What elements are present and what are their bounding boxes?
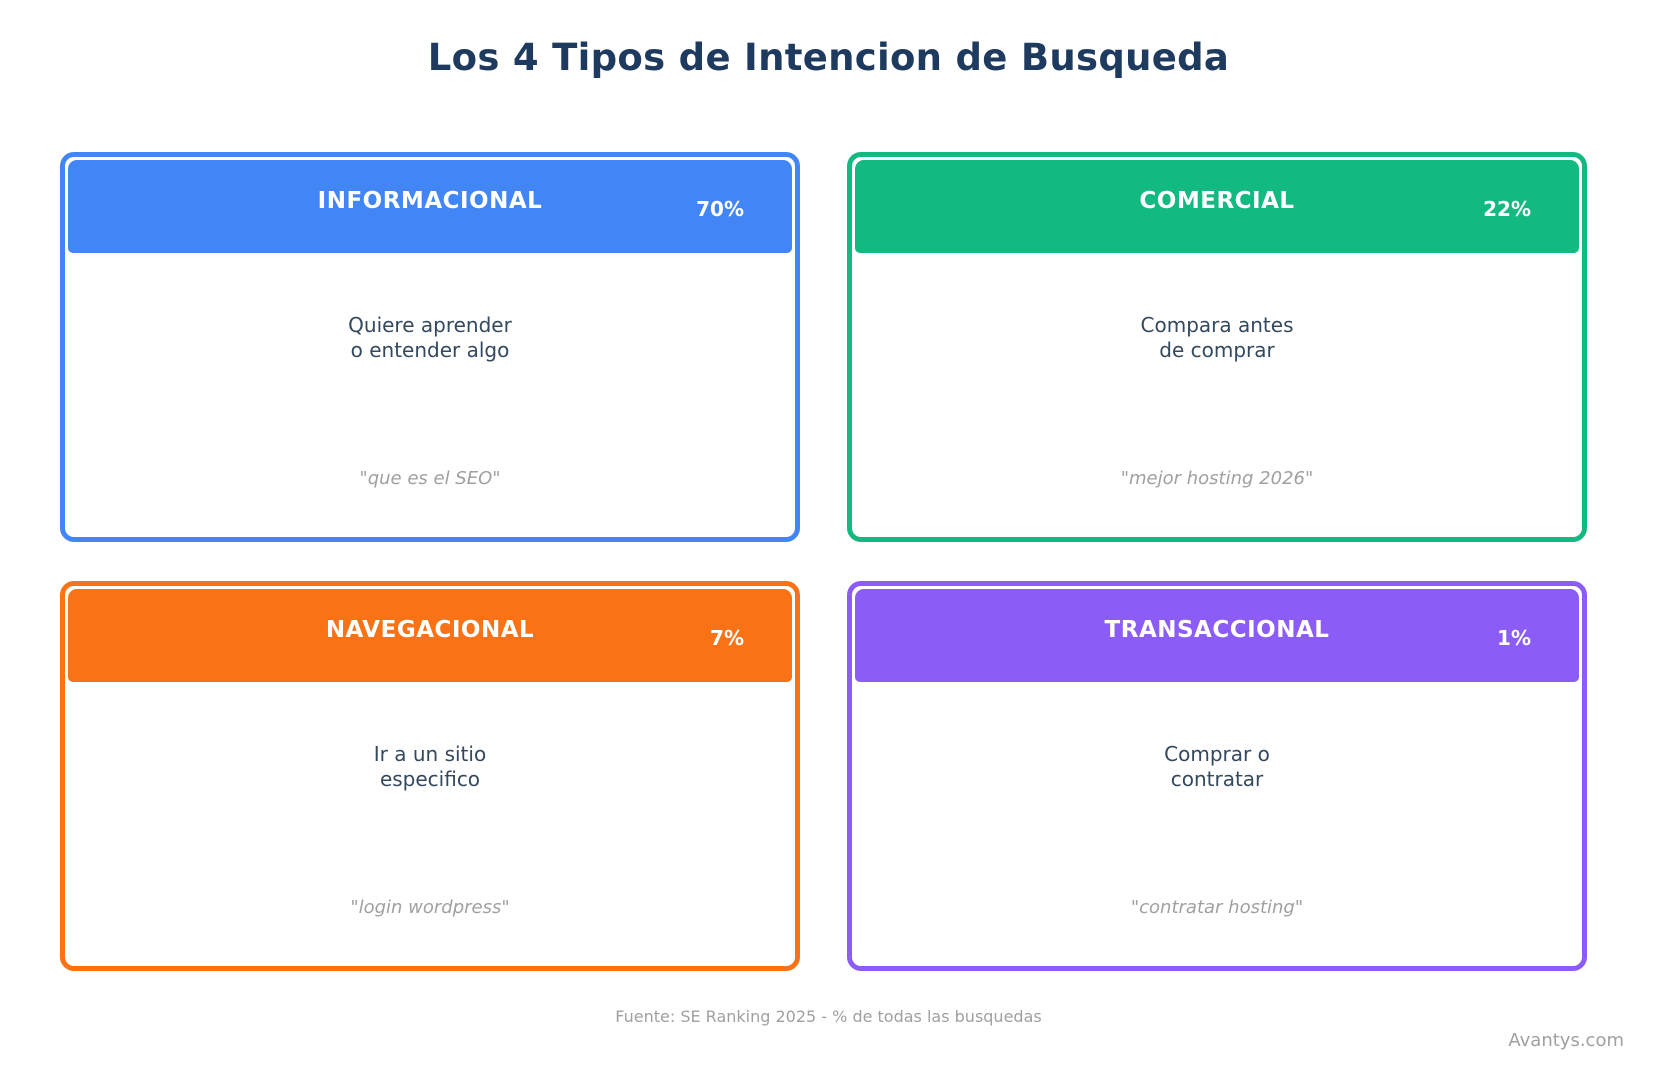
- card-example: "mejor hosting 2026": [1120, 468, 1314, 489]
- card-description: Comprar o contratar: [852, 742, 1582, 792]
- card-example: "login wordpress": [350, 897, 510, 918]
- card-percent: 70%: [696, 197, 744, 221]
- card-header-navegacional: NAVEGACIONAL 7%: [68, 589, 792, 682]
- card-name: NAVEGACIONAL: [325, 617, 535, 643]
- source-caption: Fuente: SE Ranking 2025 - % de todas las…: [615, 1007, 1042, 1026]
- card-navegacional: NAVEGACIONAL 7% Ir a un sitio especifico…: [60, 581, 800, 971]
- card-transaccional: TRANSACCIONAL 1% Comprar o contratar "co…: [847, 581, 1587, 971]
- card-name: INFORMACIONAL: [317, 188, 543, 214]
- card-description: Quiere aprender o entender algo: [65, 313, 795, 363]
- card-name: COMERCIAL: [1139, 188, 1295, 214]
- card-description-line: Quiere aprender: [348, 313, 512, 337]
- card-header-comercial: COMERCIAL 22%: [855, 160, 1579, 253]
- card-name: TRANSACCIONAL: [1104, 617, 1330, 643]
- card-percent: 22%: [1483, 197, 1531, 221]
- card-description: Ir a un sitio especifico: [65, 742, 795, 792]
- card-description-line: o entender algo: [350, 338, 510, 362]
- card-example: "contratar hosting": [1130, 897, 1304, 918]
- card-example: "que es el SEO": [359, 468, 501, 489]
- card-header-informacional: INFORMACIONAL 70%: [68, 160, 792, 253]
- card-description-line: contratar: [1170, 767, 1264, 791]
- card-comercial: COMERCIAL 22% Compara antes de comprar "…: [847, 152, 1587, 542]
- brand-watermark: Avantys.com: [1508, 1030, 1624, 1051]
- card-header-transaccional: TRANSACCIONAL 1%: [855, 589, 1579, 682]
- card-description-line: Comprar o: [1164, 742, 1270, 766]
- card-description-line: de comprar: [1159, 338, 1275, 362]
- card-percent: 1%: [1497, 626, 1531, 650]
- card-description-line: Ir a un sitio: [373, 742, 487, 766]
- card-description: Compara antes de comprar: [852, 313, 1582, 363]
- page-title: Los 4 Tipos de Intencion de Busqueda: [427, 36, 1230, 79]
- card-description-line: Compara antes: [1140, 313, 1294, 337]
- card-description-line: especifico: [379, 767, 481, 791]
- card-percent: 7%: [710, 626, 744, 650]
- card-informacional: INFORMACIONAL 70% Quiere aprender o ente…: [60, 152, 800, 542]
